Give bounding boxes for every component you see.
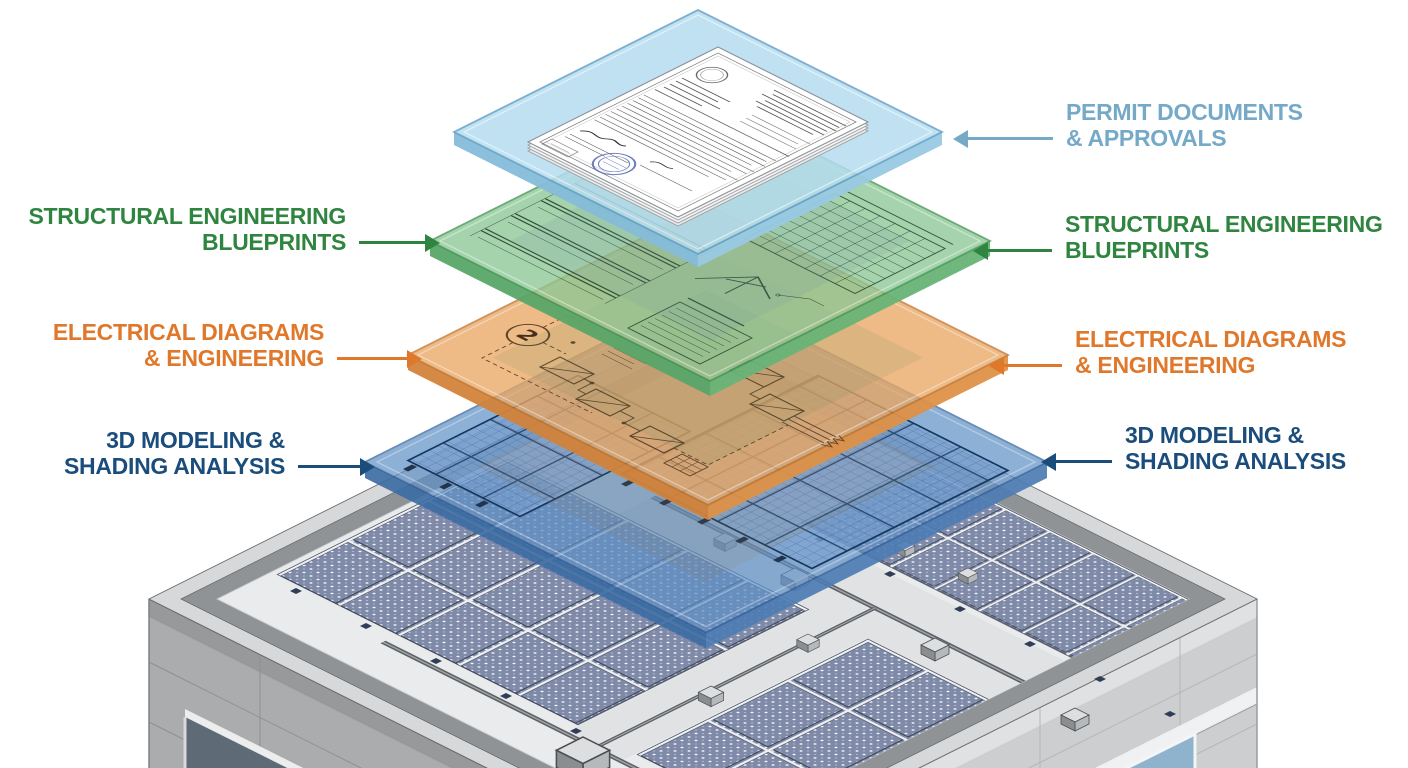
arrow-right-icon — [337, 357, 407, 360]
notary-seal-icon — [695, 66, 729, 84]
callout-line: SHADING ANALYSIS — [64, 453, 285, 479]
callout-structural-right: STRUCTURAL ENGINEERING BLUEPRINTS — [988, 211, 1383, 263]
callout-permit-right: PERMIT DOCUMENTS & APPROVALS — [968, 99, 1303, 151]
callout-structural-left: STRUCTURAL ENGINEERING BLUEPRINTS — [28, 203, 425, 255]
callout-line: & APPROVALS — [1066, 125, 1227, 151]
approval-stamp-icon — [591, 152, 637, 176]
callout-electrical-right: ELECTRICAL DIAGRAMS & ENGINEERING — [1004, 326, 1346, 378]
callout-line: & ENGINEERING — [143, 345, 324, 371]
permit-document-stack — [526, 46, 870, 227]
callout-line: STRUCTURAL ENGINEERING — [1065, 211, 1383, 237]
callout-line: & ENGINEERING — [1075, 352, 1256, 378]
arrow-left-icon — [1056, 460, 1112, 463]
window-right — [1095, 687, 1258, 768]
callout-line: PERMIT DOCUMENTS — [1066, 99, 1303, 125]
callout-modeling-right: 3D MODELING & SHADING ANALYSIS — [1056, 422, 1346, 474]
callout-electrical-left: ELECTRICAL DIAGRAMS & ENGINEERING — [53, 319, 407, 371]
arrow-left-icon — [1004, 364, 1062, 367]
arrow-right-icon — [359, 241, 425, 244]
callout-line: BLUEPRINTS — [1065, 237, 1209, 263]
layer-permit-plate — [452, 9, 944, 267]
callout-modeling-left: 3D MODELING & SHADING ANALYSIS — [64, 427, 360, 479]
callout-line: ELECTRICAL DIAGRAMS — [1075, 326, 1347, 352]
callout-line: BLUEPRINTS — [202, 229, 346, 255]
signature-icon — [579, 130, 627, 147]
windows-left — [183, 709, 304, 768]
permit-document-content — [539, 52, 857, 212]
callout-line: SHADING ANALYSIS — [1125, 448, 1346, 474]
arrow-left-icon — [968, 137, 1053, 140]
arrow-right-icon — [298, 465, 360, 468]
callout-line: 3D MODELING & — [106, 427, 285, 453]
callout-line: ELECTRICAL DIAGRAMS — [52, 319, 324, 345]
callout-line: STRUCTURAL ENGINEERING — [28, 203, 346, 229]
callout-line: 3D MODELING & — [1125, 422, 1304, 448]
arrow-left-icon — [988, 249, 1052, 252]
